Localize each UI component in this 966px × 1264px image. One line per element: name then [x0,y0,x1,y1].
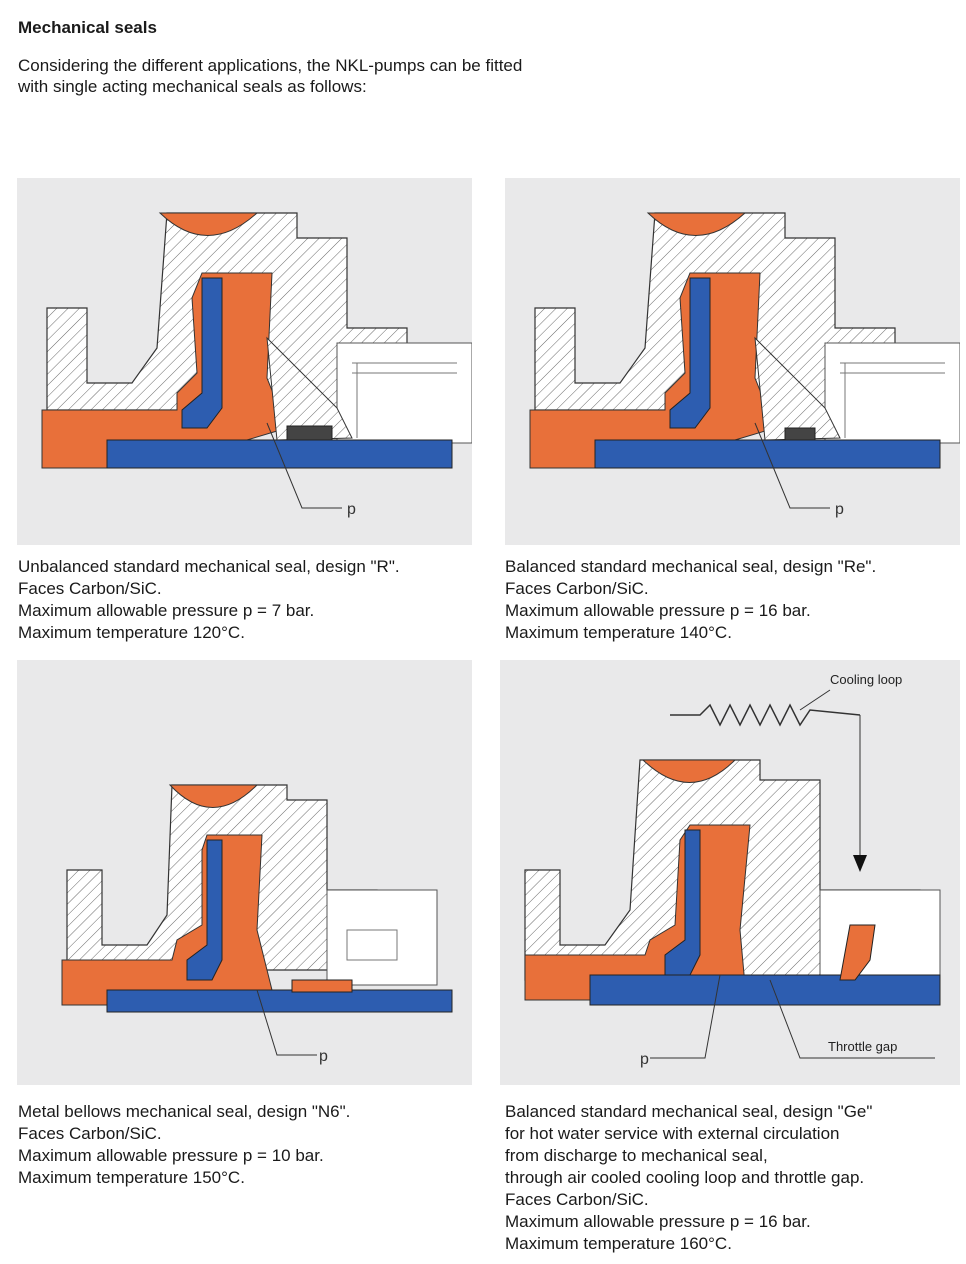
casing-cover [754,336,841,441]
pressure-leader [256,989,317,1056]
suction-nozzle [641,759,737,783]
seal-diagram-n6: p [17,660,472,1085]
caption-ge: Balanced standard mechanical seal, desig… [505,1101,872,1255]
pressure-label: p [640,1051,649,1068]
seal-diagram-re: p [505,178,960,545]
caption-line: Faces Carbon/SiC. [505,1190,649,1209]
caption-line: Maximum temperature 140°C. [505,623,732,642]
shaft [106,989,453,1013]
cooling-loop-label: Cooling loop [830,672,902,687]
caption-line: Unbalanced standard mechanical seal, des… [18,557,400,576]
wear-ring [181,277,223,429]
caption-line: Maximum allowable pressure p = 16 bar. [505,1212,811,1231]
page-title: Mechanical seals [18,18,157,37]
pressure-label: p [319,1048,328,1065]
caption-line: from discharge to mechanical seal, [505,1146,768,1165]
intro-line: with single acting mechanical seals as f… [18,77,367,96]
throttle-bushing [839,924,876,981]
caption-line: Faces Carbon/SiC. [18,579,162,598]
caption-re: Balanced standard mechanical seal, desig… [505,556,876,644]
pressure-leader [650,974,721,1059]
seal-diagram-r: p [17,178,472,545]
shaft [589,974,941,1006]
caption-line: through air cooled cooling loop and thro… [505,1168,865,1187]
caption-line: Maximum temperature 150°C. [18,1168,245,1187]
throttle-leader [769,979,935,1059]
caption-line: Maximum temperature 120°C. [18,623,245,642]
suction-nozzle [158,212,259,236]
intro-line: Considering the different applications, … [18,56,523,75]
casing-cover [266,336,353,441]
suction-nozzle [646,212,747,236]
caption-line: Balanced standard mechanical seal, desig… [505,557,877,576]
pressure-leader [754,422,830,509]
suction-nozzle [168,784,259,808]
seal-ring [784,427,816,441]
caption-line: Balanced standard mechanical seal, desig… [505,1102,873,1121]
cooling-loop-coil [670,703,861,727]
pressure-leader [266,422,342,509]
metal-bellows [291,979,353,993]
seal-ring [286,425,333,441]
caption-line: Faces Carbon/SiC. [505,579,649,598]
caption-n6: Metal bellows mechanical seal, design "N… [18,1101,350,1189]
caption-line: Maximum temperature 160°C. [505,1234,732,1253]
caption-r: Unbalanced standard mechanical seal, des… [18,556,400,644]
caption-line: Faces Carbon/SiC. [18,1124,162,1143]
intro-text: Considering the different applications, … [18,55,638,97]
caption-line: Maximum allowable pressure p = 16 bar. [505,601,811,620]
wear-ring [669,277,711,429]
caption-line: Maximum allowable pressure p = 10 bar. [18,1146,324,1165]
pressure-label: p [347,501,356,518]
throttle-gap-label: Throttle gap [828,1039,897,1054]
caption-line: Metal bellows mechanical seal, design "N… [18,1102,351,1121]
seal-diagram-ge: Cooling loop Throttle gap p [500,660,960,1085]
wear-ring [186,839,223,981]
pressure-label: p [835,501,844,518]
caption-line: for hot water service with external circ… [505,1124,840,1143]
caption-line: Maximum allowable pressure p = 7 bar. [18,601,315,620]
